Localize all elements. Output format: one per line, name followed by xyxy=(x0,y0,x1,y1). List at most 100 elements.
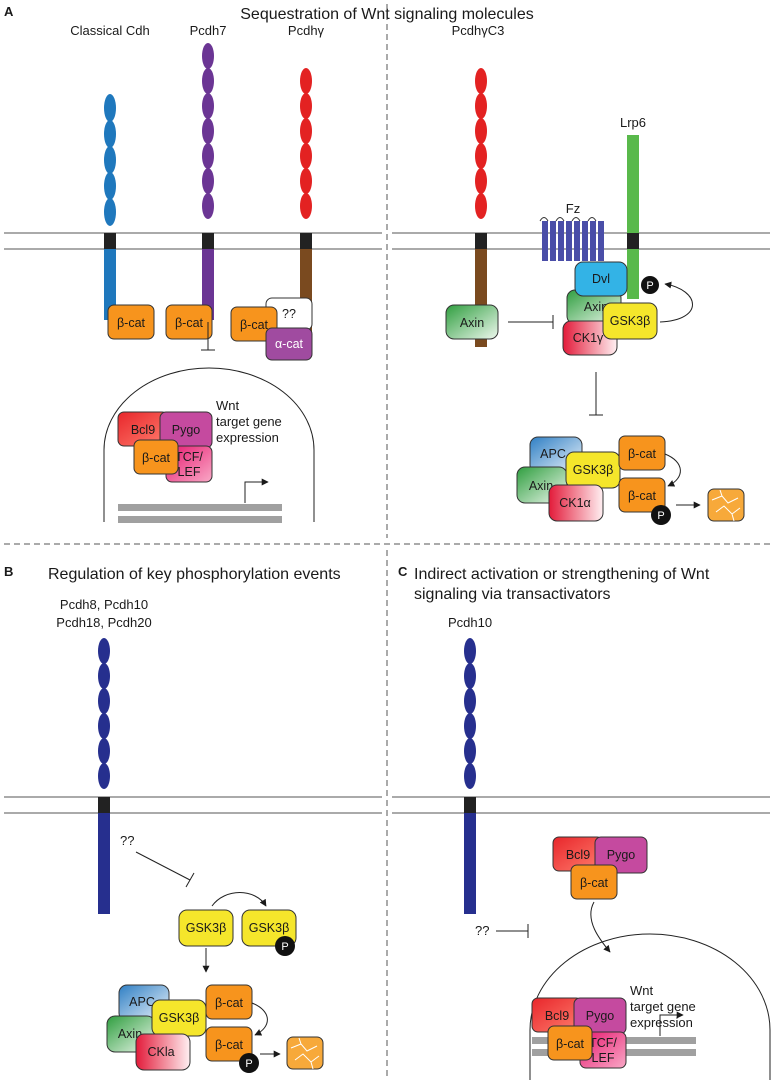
svg-text:GSK3β: GSK3β xyxy=(610,314,651,328)
label-pcdhg: Pcdhγ xyxy=(288,23,325,38)
phospho-badge: P xyxy=(275,936,295,956)
degraded-beta-cat-icon xyxy=(707,488,745,522)
gsk3b-box: GSK3β xyxy=(178,909,234,947)
beta-cat-box: β-cat xyxy=(165,304,213,340)
svg-text:β-cat: β-cat xyxy=(175,316,204,330)
svg-text:GSK3β: GSK3β xyxy=(573,463,614,477)
svg-text:Dvl: Dvl xyxy=(592,272,610,286)
beta-cat-box: β-cat xyxy=(205,984,253,1020)
pygo-box: Pygo xyxy=(594,836,648,874)
label-classical-cdh: Classical Cdh xyxy=(70,23,149,38)
beta-cat-box: β-cat xyxy=(133,439,179,475)
membrane-a-left xyxy=(4,232,382,250)
membrane-a-right xyxy=(392,232,770,250)
nucleus xyxy=(103,367,315,523)
ckla-box: CKla xyxy=(135,1033,191,1071)
svg-text:P: P xyxy=(657,510,664,522)
svg-text:β-cat: β-cat xyxy=(117,316,146,330)
membrane-c xyxy=(392,796,770,814)
inhibition-line xyxy=(508,315,554,329)
svg-text:TCF/: TCF/ xyxy=(175,450,203,464)
svg-text:β-cat: β-cat xyxy=(580,876,609,890)
translocation-arrow xyxy=(590,901,611,953)
transcription-arrow xyxy=(244,478,269,503)
label-lrp6: Lrp6 xyxy=(620,115,646,130)
gsk3b-box: GSK3β xyxy=(602,302,658,340)
label-pcdh10: Pcdh10 xyxy=(448,615,492,630)
phospho-badge: P xyxy=(239,1053,259,1073)
wnt-label-line2: target gene xyxy=(630,999,696,1014)
svg-text:P: P xyxy=(245,1058,252,1070)
panel-b-letter: B xyxy=(4,564,13,579)
axin-box: Axin xyxy=(445,304,499,340)
transcription-arrow xyxy=(659,1011,684,1036)
svg-text:TCF/: TCF/ xyxy=(589,1036,617,1050)
svg-text:LEF: LEF xyxy=(178,465,201,479)
phosphorylation-arrow xyxy=(211,892,267,907)
label-pcdh7: Pcdh7 xyxy=(190,23,227,38)
svg-text:Axin: Axin xyxy=(529,479,553,493)
svg-text:??: ?? xyxy=(282,307,296,321)
pcdh7-receptor xyxy=(202,43,214,320)
phospho-badge: P xyxy=(641,276,659,294)
alpha-cat-box: α-cat xyxy=(265,327,313,361)
svg-text:Bcl9: Bcl9 xyxy=(566,848,590,862)
degraded-beta-cat-icon xyxy=(286,1036,324,1070)
inhibition-line xyxy=(496,924,529,938)
svg-text:CK1α: CK1α xyxy=(559,496,591,510)
pygo-box: Pygo xyxy=(573,997,627,1035)
wnt-label-line3: expression xyxy=(216,430,279,445)
panel-a-heading: Sequestration of Wnt signaling molecules xyxy=(240,6,534,23)
classical-cdh-receptor xyxy=(104,94,116,320)
beta-cat-box: β-cat xyxy=(205,1026,253,1062)
panel-c-letter: C xyxy=(398,564,408,579)
phosphorylation-arrow xyxy=(659,281,693,323)
svg-text:APC: APC xyxy=(540,447,566,461)
svg-text:GSK3β: GSK3β xyxy=(159,1011,200,1025)
lrp6-receptor xyxy=(627,135,639,299)
svg-text:β-cat: β-cat xyxy=(215,1038,244,1052)
svg-text:GSK3β: GSK3β xyxy=(186,921,227,935)
label-pcdh-b-line2: Pcdh18, Pcdh20 xyxy=(56,615,151,630)
beta-cat-box: β-cat xyxy=(547,1025,593,1061)
gsk3b-box: GSK3β xyxy=(151,999,207,1037)
panel-c-heading-line2: signaling via transactivators xyxy=(414,586,611,603)
svg-text:β-cat: β-cat xyxy=(628,489,657,503)
unknown-label: ?? xyxy=(120,833,134,848)
svg-text:Axin: Axin xyxy=(460,316,484,330)
svg-text:LEF: LEF xyxy=(592,1051,615,1065)
label-pcdh-b-line1: Pcdh8, Pcdh10 xyxy=(60,597,148,612)
beta-cat-box: β-cat xyxy=(618,477,666,513)
svg-text:β-cat: β-cat xyxy=(215,996,244,1010)
svg-text:CKla: CKla xyxy=(147,1045,174,1059)
phospho-badge: P xyxy=(651,505,671,525)
svg-text:Pygo: Pygo xyxy=(586,1009,615,1023)
inhibition-line xyxy=(589,372,603,416)
label-fz: Fz xyxy=(566,201,580,216)
label-pcdhgc3: PcdhγC3 xyxy=(452,23,505,38)
svg-text:Axin: Axin xyxy=(118,1027,142,1041)
svg-text:β-cat: β-cat xyxy=(240,318,269,332)
inhibition-line xyxy=(201,322,215,351)
unknown-label: ?? xyxy=(475,923,489,938)
bcl9-box: Bcl9 xyxy=(531,997,583,1033)
svg-text:α-cat: α-cat xyxy=(275,337,304,351)
svg-text:P: P xyxy=(281,941,288,953)
svg-text:GSK3β: GSK3β xyxy=(249,921,290,935)
pcdh-b-receptor xyxy=(98,638,110,914)
svg-text:CK1γ: CK1γ xyxy=(573,331,604,345)
wnt-label-line1: Wnt xyxy=(630,983,654,998)
svg-text:Bcl9: Bcl9 xyxy=(131,423,155,437)
panel-b-heading: Regulation of key phosphorylation events xyxy=(48,566,341,583)
svg-text:Axin: Axin xyxy=(584,300,608,314)
ck1a-box: CK1α xyxy=(548,484,604,522)
wnt-label-line2: target gene xyxy=(216,414,282,429)
pcdh10-receptor xyxy=(464,638,476,914)
panel-a-letter: A xyxy=(4,4,14,19)
phosphorylation-arrow xyxy=(664,453,681,487)
pcdhgc3-receptor xyxy=(475,68,487,347)
wnt-label-line1: Wnt xyxy=(216,398,240,413)
svg-text:β-cat: β-cat xyxy=(142,451,171,465)
membrane-b xyxy=(4,796,382,814)
